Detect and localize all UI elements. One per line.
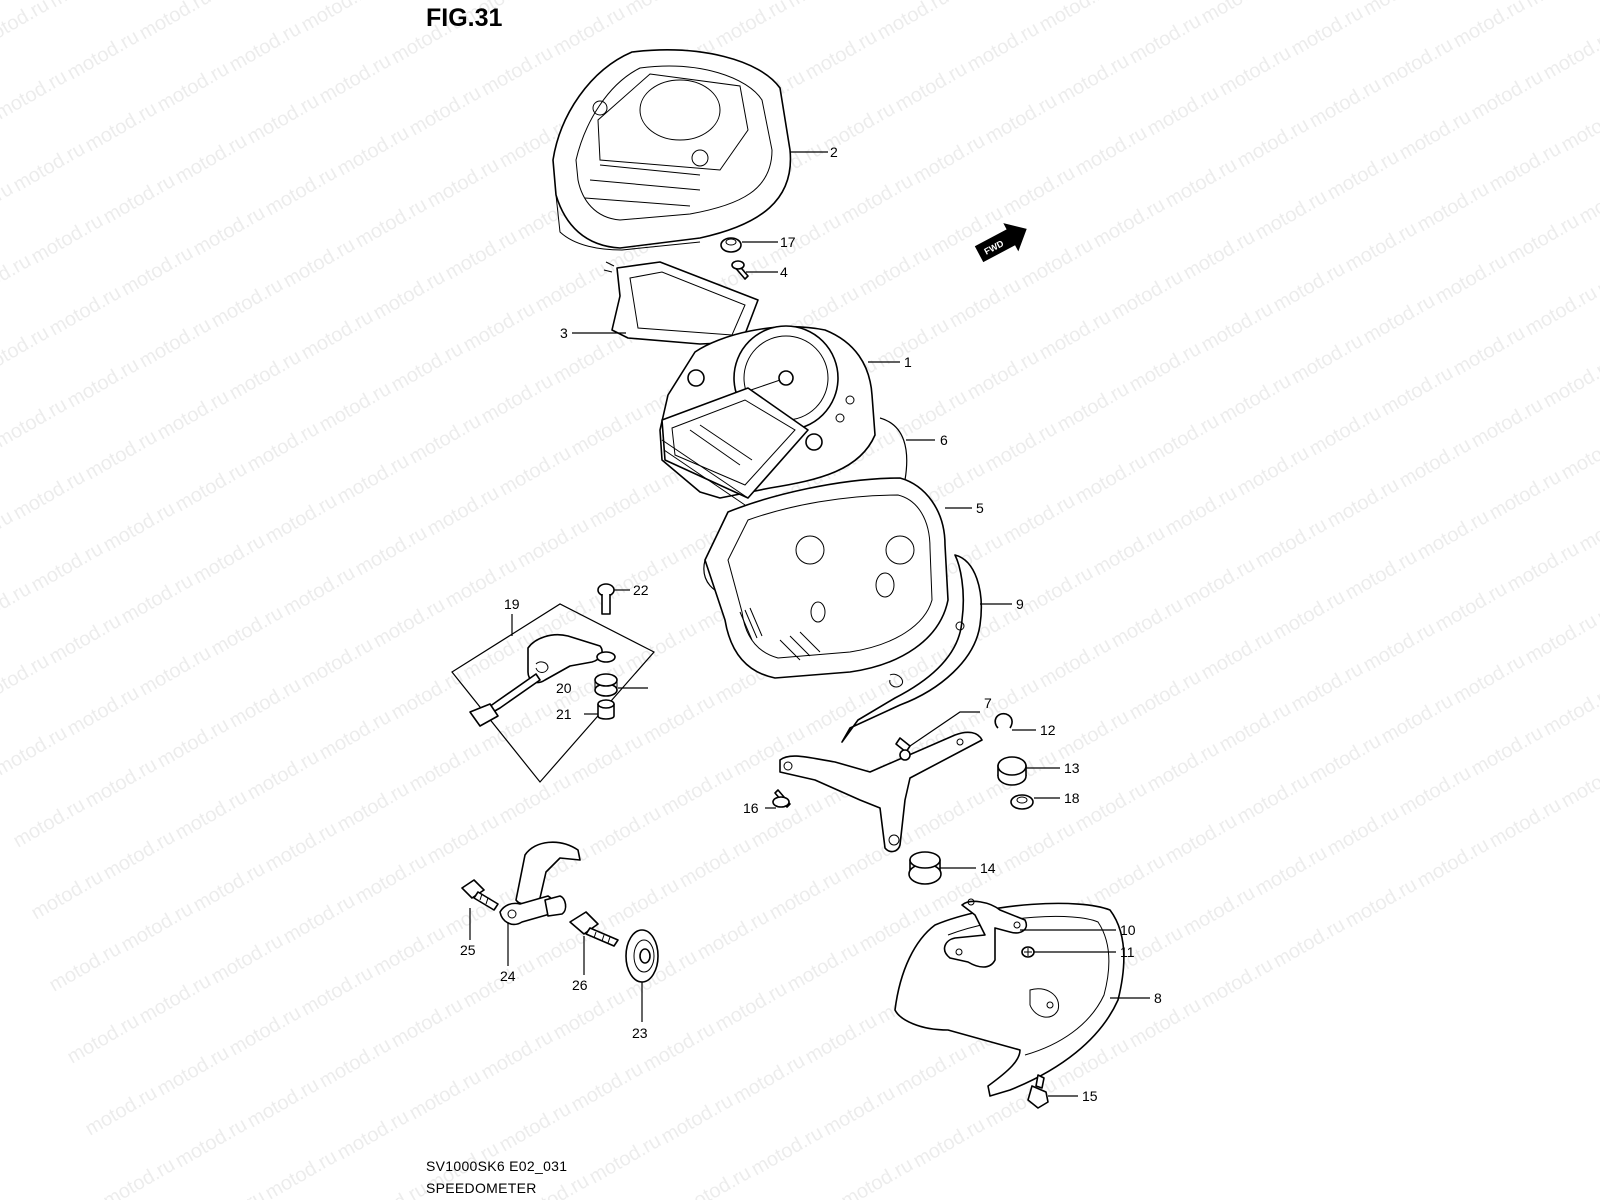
upper-meter-case-drawing <box>552 49 792 251</box>
bolt-25-drawing <box>461 879 499 911</box>
leader-lines <box>469 151 1150 1097</box>
plate-23-drawing <box>625 929 659 983</box>
callout-26: 26 <box>572 977 588 993</box>
callout-6: 6 <box>940 432 948 448</box>
section-name: SPEEDOMETER <box>426 1180 537 1196</box>
callout-10: 10 <box>1120 922 1136 938</box>
speedometer-assembly-drawing <box>659 325 876 506</box>
callout-12: 12 <box>1040 722 1056 738</box>
callout-7: 7 <box>984 695 992 711</box>
bolt-26-drawing <box>569 911 619 947</box>
callout-1: 1 <box>904 354 912 370</box>
figure-title: FIG.31 <box>426 4 503 32</box>
callout-25: 25 <box>460 942 476 958</box>
callout-20: 20 <box>556 680 572 696</box>
callout-22: 22 <box>633 582 649 598</box>
bolt-22-drawing <box>597 583 615 615</box>
callout-24: 24 <box>500 968 516 984</box>
callout-2: 2 <box>830 144 838 160</box>
callout-19: 19 <box>504 596 520 612</box>
screw-4-drawing <box>731 260 749 280</box>
callout-5: 5 <box>976 500 984 516</box>
callout-13: 13 <box>1064 760 1080 776</box>
cushion-13-drawing <box>997 756 1027 786</box>
spacer-18-drawing <box>1010 794 1034 810</box>
lower-meter-case-drawing <box>704 477 949 679</box>
bracket-10-drawing <box>943 898 1028 968</box>
clip-12-drawing <box>994 712 1013 729</box>
callout-18: 18 <box>1064 790 1080 806</box>
bolt-16-drawing <box>772 789 791 808</box>
bracket-drawing <box>779 731 983 853</box>
grommet-14-drawing <box>908 851 942 885</box>
callout-21: 21 <box>556 706 572 722</box>
model-code: SV1000SK6 E02_031 <box>426 1158 568 1174</box>
speed-sensor-24-drawing <box>499 841 581 926</box>
callout-9: 9 <box>1016 596 1024 612</box>
nut-15-drawing <box>1027 1074 1049 1109</box>
meter-lens-drawing <box>603 261 759 345</box>
callout-8: 8 <box>1154 990 1162 1006</box>
spacer-21-drawing <box>597 699 615 720</box>
callout-15: 15 <box>1082 1088 1098 1104</box>
callout-17: 17 <box>780 234 796 250</box>
callout-3: 3 <box>560 325 568 341</box>
cushion-9-drawing <box>841 554 983 743</box>
washer-17-drawing <box>720 237 742 253</box>
forward-direction-badge: FWD <box>974 223 1027 263</box>
callout-labels: 2 17 4 3 1 6 5 9 7 12 13 18 14 16 10 11 … <box>460 144 1162 1104</box>
cushion-20-drawing <box>594 651 618 697</box>
callout-4: 4 <box>780 264 788 280</box>
callout-23: 23 <box>632 1025 648 1041</box>
callout-11: 11 <box>1120 944 1135 960</box>
sensor-assembly-box <box>451 603 655 783</box>
screw-11-drawing <box>1021 946 1035 958</box>
callout-14: 14 <box>980 860 996 876</box>
callout-16: 16 <box>743 800 759 816</box>
